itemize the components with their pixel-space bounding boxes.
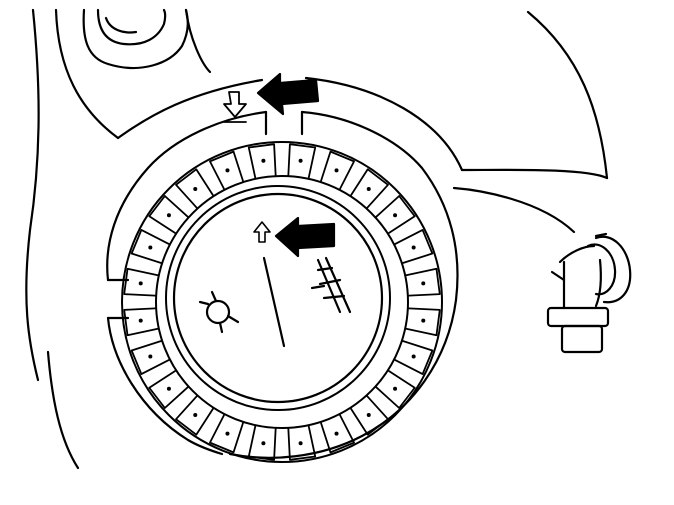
ring-tab-dot (261, 158, 266, 163)
ring-tab-dot (411, 354, 416, 359)
ring-tab-dot (148, 354, 153, 359)
ring-tab (130, 340, 170, 375)
ring-tab-dot (148, 245, 153, 250)
ring-outer-edge (121, 141, 443, 463)
ring-inner-edge (155, 175, 409, 429)
ring-tab (394, 340, 434, 375)
ring-tab (148, 370, 189, 409)
ring-tab (394, 229, 434, 264)
ring-tab-dot (193, 186, 198, 191)
ring-tab-dot (298, 158, 303, 163)
ring-tab (175, 395, 214, 436)
ring-tab-dot (366, 413, 371, 418)
ring-tab (175, 168, 214, 209)
ring-tab (405, 267, 441, 297)
ring-tab (209, 150, 244, 190)
ring-tab (247, 425, 277, 461)
ring-tab (350, 168, 389, 209)
ring-tab-dot (298, 441, 303, 446)
ring-tab (375, 370, 416, 409)
ring-tab-dot (366, 186, 371, 191)
ring-tab (320, 150, 355, 190)
ring-tab (247, 143, 277, 179)
ring-tab-dot (393, 386, 398, 391)
ring-tab (287, 425, 317, 461)
ring-tab (123, 267, 159, 297)
arrow-left-filled-icon (256, 72, 336, 258)
upper-left-boss (82, 8, 212, 74)
pointer-arrow-inner (274, 216, 336, 258)
ring-tab-dot (261, 441, 266, 446)
ring-tab-dot (166, 386, 171, 391)
ring-tab-dot (421, 281, 426, 286)
ring-tab-dot (138, 281, 143, 286)
ring-tab-dot (421, 318, 426, 323)
outer-flange-ring (106, 110, 459, 459)
ring-tab-dot (138, 318, 143, 323)
ring-tab (350, 395, 389, 436)
ring-tab (123, 307, 159, 337)
ring-tab-dot (193, 413, 198, 418)
ring-tab-dot (166, 213, 171, 218)
ring-tab (130, 229, 170, 264)
ring-tab-dot (334, 168, 339, 173)
fuel-pump-ring (121, 141, 443, 463)
ring-tab-dot (225, 168, 230, 173)
arrow-down-outline-icon (223, 91, 247, 123)
arrow-up-outline-icon (253, 221, 271, 243)
ring-tab (405, 307, 441, 337)
ring-tab-dot (334, 431, 339, 436)
ring-tab-dot (411, 245, 416, 250)
ring-tab (287, 143, 317, 179)
pump-cap-terminal-right (310, 256, 352, 314)
pointer-arrow-outer (256, 72, 320, 116)
tank-body-outline (25, 8, 609, 470)
ring-tab (148, 195, 189, 234)
ring-tab (209, 414, 244, 454)
ring-tab-dot (225, 431, 230, 436)
ring-tab-dot (393, 213, 398, 218)
ring-tab (320, 414, 355, 454)
pump-cap-center-line (262, 256, 286, 348)
ring-tab (375, 195, 416, 234)
pump-cap-rim (165, 185, 391, 411)
pump-cap-connector-left (198, 290, 240, 334)
pump-cap (165, 185, 391, 411)
pump-cap-face (172, 192, 384, 404)
elbow-connector-icon (546, 232, 632, 354)
